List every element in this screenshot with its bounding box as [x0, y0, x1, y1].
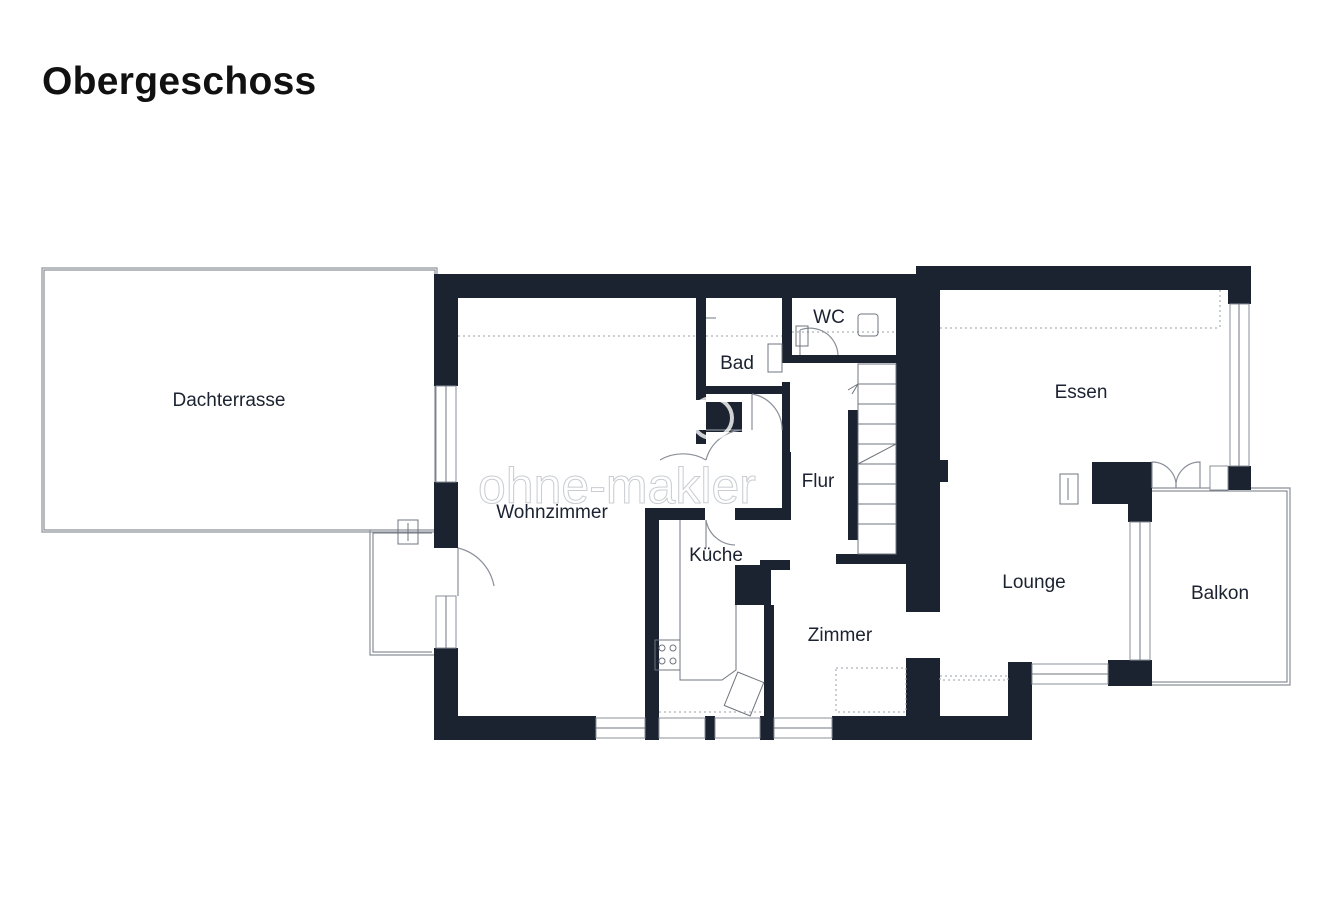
- entry-landing: [369, 519, 434, 656]
- label-wc: WC: [813, 307, 845, 328]
- walls: [434, 266, 1251, 740]
- label-balkon: Balkon: [1191, 583, 1249, 604]
- staircase: [847, 363, 897, 555]
- label-bad: Bad: [720, 353, 754, 374]
- label-zimmer: Zimmer: [808, 625, 873, 646]
- roof-slope-lines: [458, 290, 1221, 713]
- label-essen: Essen: [1055, 382, 1108, 403]
- label-lounge: Lounge: [1002, 572, 1065, 593]
- label-wohnzimmer: Wohnzimmer: [496, 502, 608, 523]
- watermark-text: ohne-makler: [478, 458, 756, 514]
- windows: [435, 303, 1250, 739]
- page-title: Obergeschoss: [42, 60, 317, 103]
- label-dachterrasse: Dachterrasse: [173, 390, 286, 411]
- label-kueche: Küche: [689, 545, 743, 566]
- doors: [457, 327, 1201, 596]
- label-flur: Flur: [802, 471, 835, 492]
- watermark-logo: ohne-makler: [478, 388, 756, 515]
- fixtures: [654, 313, 1079, 717]
- room-labels: Dachterrasse Wohnzimmer Bad WC Flur Küch…: [173, 307, 1250, 646]
